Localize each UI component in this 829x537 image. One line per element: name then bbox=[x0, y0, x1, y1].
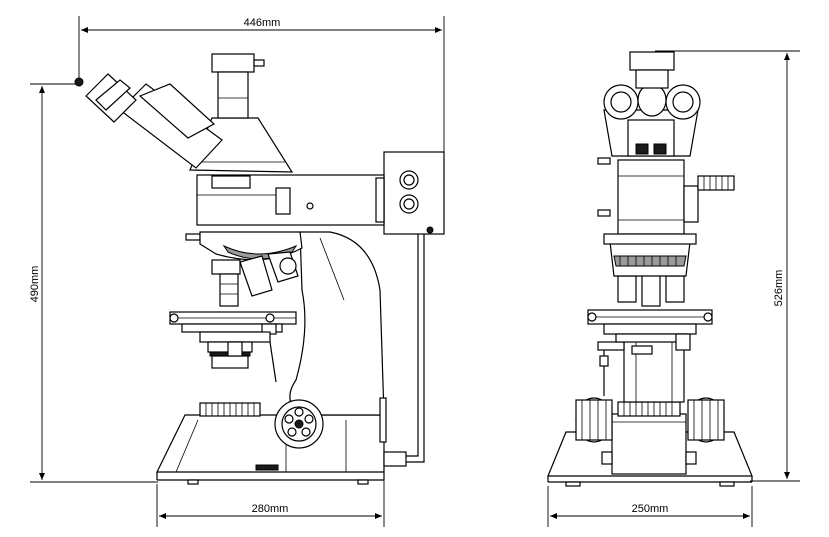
dimension-lines bbox=[30, 16, 800, 527]
microscope-side-profile-view bbox=[74, 53, 445, 485]
microscope-front-view bbox=[547, 51, 753, 487]
front-height-label: 490mm bbox=[29, 266, 41, 303]
base-depth-label: 280mm bbox=[252, 503, 289, 515]
base-width-label: 250mm bbox=[632, 503, 669, 515]
side-height-label: 526mm bbox=[773, 270, 785, 307]
front-width-label: 446mm bbox=[244, 17, 281, 29]
